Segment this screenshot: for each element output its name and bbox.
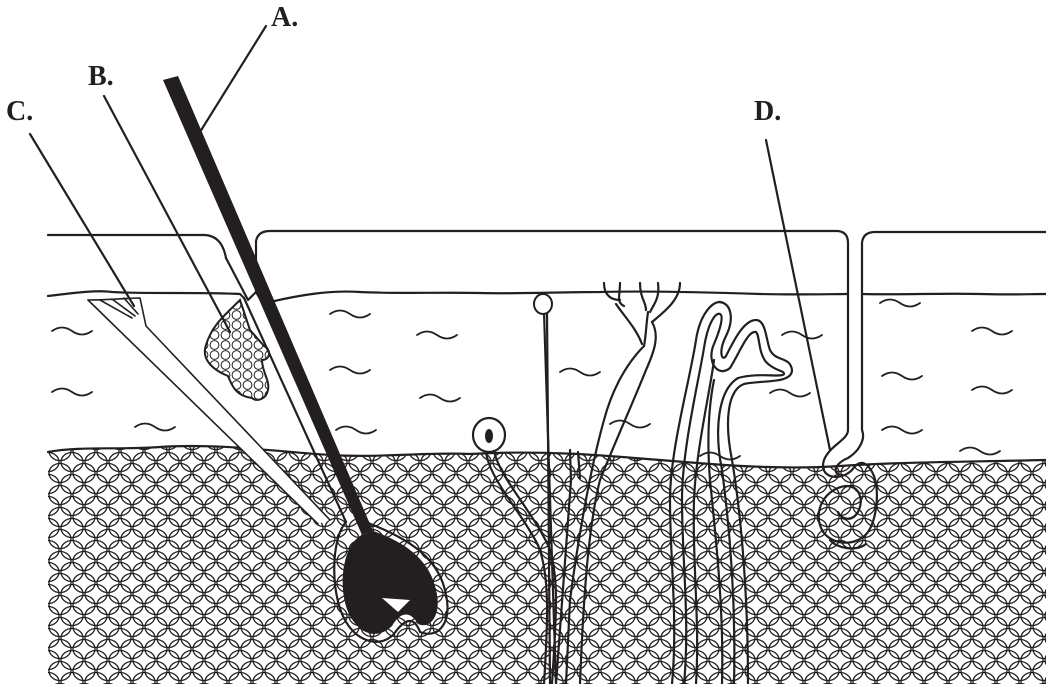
sebaceous-gland [205, 300, 269, 400]
label-b: B. [88, 61, 114, 92]
label-a: A. [271, 2, 298, 33]
label-d: D. [754, 96, 781, 127]
label-c: C. [6, 96, 33, 127]
